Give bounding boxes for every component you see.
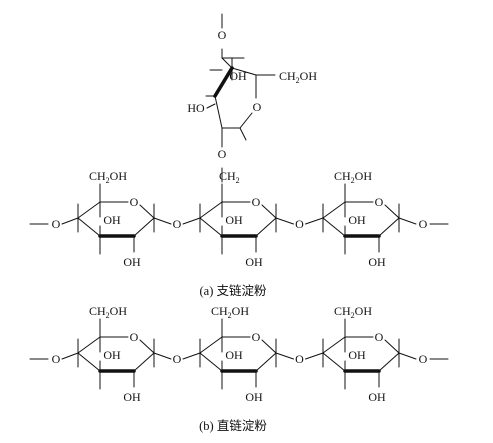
ring-bond <box>255 352 277 372</box>
glucose-unit: O CH2OH OH <box>199 169 277 269</box>
ch2oh-group: CH2OH <box>89 169 127 185</box>
oh-label-c2: OH <box>123 255 141 269</box>
oh-label-c2: OH <box>368 390 386 404</box>
ring-bond <box>322 336 346 354</box>
h-stub <box>239 127 247 141</box>
glycosidic-bond <box>305 352 324 360</box>
terminal-bond <box>398 217 417 225</box>
ch2oh-group: CH2OH <box>334 169 372 185</box>
terminal-oxygen: O <box>419 352 428 366</box>
ring-bond <box>77 336 101 354</box>
ring-bond <box>231 67 257 76</box>
glycosidic-oxygen: O <box>173 217 182 231</box>
ring-bond <box>139 339 155 354</box>
ring-bond <box>384 204 400 219</box>
ring-oxygen: O <box>375 195 384 209</box>
ring-bond <box>199 352 223 372</box>
ring-bond <box>261 204 277 219</box>
ring-bond <box>199 201 223 219</box>
glycosidic-bond <box>275 217 294 225</box>
terminal-oxygen: O <box>52 352 61 366</box>
terminal-oxygen: O <box>52 217 61 231</box>
oh-label-c3: OH <box>225 213 243 227</box>
oh-bond <box>206 103 216 109</box>
oh-label-c2: OH <box>123 390 141 404</box>
ring-bond <box>77 201 101 219</box>
ring-bond <box>384 339 400 354</box>
glycosidic-bond <box>182 352 201 360</box>
top-oxygen: O <box>218 28 227 42</box>
ring-bond <box>214 95 223 129</box>
terminal-bond <box>398 352 417 360</box>
oh-label-c3: OH <box>225 348 243 362</box>
ring-bond <box>378 352 400 372</box>
ch2oh-group: CH2OH <box>334 304 372 320</box>
ring-oxygen: O <box>130 195 139 209</box>
glycosidic-oxygen: O <box>295 352 304 366</box>
terminal-oxygen: O <box>419 217 428 231</box>
ring-bond <box>378 217 400 237</box>
oh-label-c3: OH <box>103 348 121 362</box>
ring-front-bond <box>213 66 234 98</box>
oh-label-c3: OH <box>348 348 366 362</box>
ring-bond <box>322 217 346 237</box>
ring-bond <box>322 352 346 372</box>
ring-bond <box>133 352 155 372</box>
ho-label-branch: HO <box>187 101 205 115</box>
ring-bond <box>77 352 101 372</box>
glycosidic-oxygen: O <box>173 352 182 366</box>
ch2oh-group-branch: CH2OH <box>279 69 317 85</box>
oh-label-c3: OH <box>348 213 366 227</box>
ring-oxygen: O <box>253 100 262 114</box>
ring-bond <box>221 57 233 69</box>
ring-bond <box>77 217 101 237</box>
amylose-caption: (b) 直链淀粉 <box>199 418 267 433</box>
branch-glucose-unit: O OH HO CH2OH <box>187 48 317 141</box>
glycosidic-bond <box>275 352 294 360</box>
oh-label-c2: OH <box>245 390 263 404</box>
glycosidic-bond <box>153 217 172 225</box>
ch2oh-group: CH2OH <box>211 304 249 320</box>
ring-bond <box>239 112 253 129</box>
amylopectin-caption: (a) 支链淀粉 <box>200 283 267 298</box>
glycosidic-bond <box>305 217 324 225</box>
ring-bond <box>139 204 155 219</box>
ring-oxygen: O <box>375 330 384 344</box>
ring-bond <box>322 201 346 219</box>
terminal-bond <box>61 352 79 360</box>
oh-label-c2: OH <box>245 255 263 269</box>
ring-oxygen: O <box>252 195 261 209</box>
terminal-bond <box>61 217 79 225</box>
ring-oxygen: O <box>252 330 261 344</box>
ring-bond <box>133 217 155 237</box>
oh-label-c3: OH <box>103 213 121 227</box>
oh-label-c2: OH <box>368 255 386 269</box>
ring-bond <box>255 217 277 237</box>
glycosidic-oxygen: O <box>295 217 304 231</box>
glycosidic-bond <box>153 352 172 360</box>
ch2oh-group: CH2OH <box>89 304 127 320</box>
ring-bond <box>261 339 277 354</box>
glycosidic-bond <box>182 217 201 225</box>
ch2-group: CH2 <box>219 169 240 185</box>
ring-oxygen: O <box>130 330 139 344</box>
oh-label-branch-upper: OH <box>229 69 247 83</box>
ring-bond <box>199 336 223 354</box>
branch-oxygen: O <box>218 147 227 161</box>
ring-bond <box>199 217 223 237</box>
